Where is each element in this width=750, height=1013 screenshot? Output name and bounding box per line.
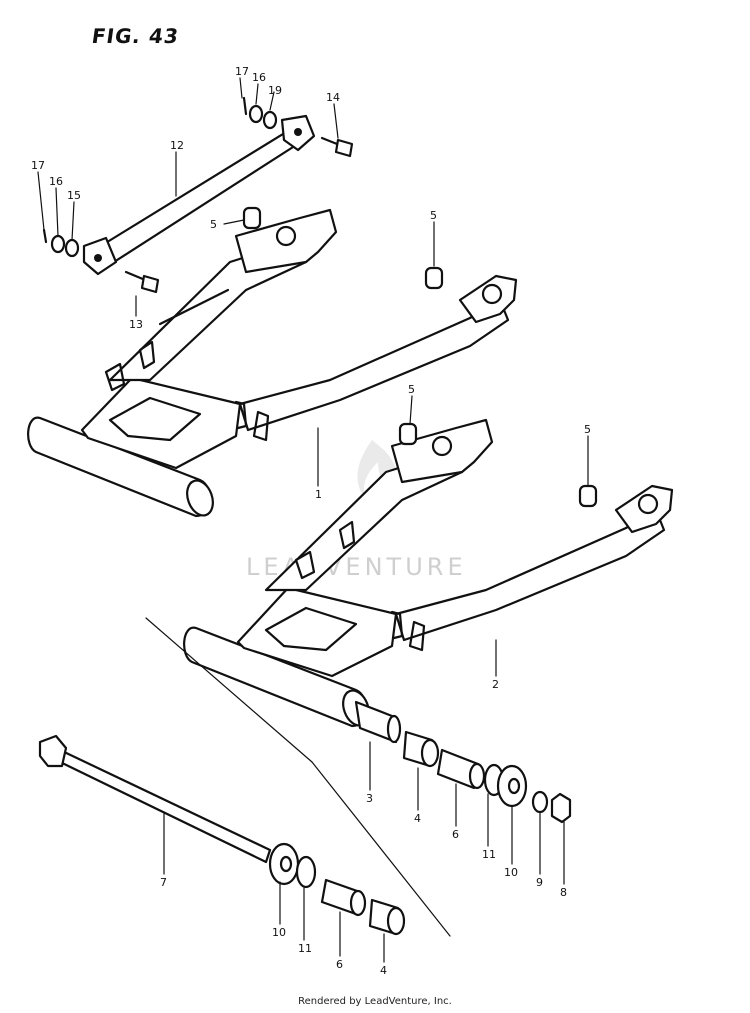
washer-9 (531, 790, 549, 814)
spacer-6-right (436, 748, 486, 790)
callout-5-b: 5 (430, 209, 437, 222)
nut-washer-stack-top (242, 96, 278, 130)
swingarm-lower (183, 418, 674, 728)
callout-17-left: 17 (31, 159, 45, 172)
bolt-13 (124, 270, 160, 294)
callout-5-c: 5 (408, 383, 415, 396)
callout-1: 1 (315, 488, 322, 501)
bushing-5-lower-left (398, 422, 418, 446)
callout-14: 14 (326, 91, 340, 104)
callout-19: 19 (268, 84, 282, 97)
callout-4-left: 4 (380, 964, 387, 977)
callout-13: 13 (129, 318, 143, 331)
callout-4-right: 4 (414, 812, 421, 825)
callout-15: 15 (67, 189, 81, 202)
callout-10-right: 10 (504, 866, 518, 879)
footer-credit: Rendered by LeadVenture, Inc. (298, 996, 452, 1007)
bushing-5-upper-left (242, 206, 262, 230)
needle-bearing-4-right (402, 730, 440, 768)
callout-5-d: 5 (584, 423, 591, 436)
callout-leader-lines (37, 77, 589, 963)
callout-16-top: 16 (252, 71, 266, 84)
callout-17-top: 17 (235, 65, 249, 78)
callout-11-right: 11 (482, 848, 496, 861)
callout-10-left: 10 (272, 926, 286, 939)
nut-washer-stack-left (42, 228, 80, 258)
swingarm-upper (27, 208, 518, 518)
callout-numbers: 17 16 19 14 12 17 16 15 5 13 5 1 5 5 2 3… (31, 65, 591, 977)
bushing-5-lower-right (578, 484, 598, 508)
callout-2: 2 (492, 678, 499, 691)
pivot-shaft-7 (38, 734, 272, 864)
exploded-view-guide-lines (145, 617, 451, 937)
torque-rod (82, 114, 316, 276)
callout-3: 3 (366, 792, 373, 805)
callout-12: 12 (170, 139, 184, 152)
callout-11-left: 11 (298, 942, 312, 955)
bolt-14 (320, 136, 354, 158)
dust-seal-11-left (295, 855, 317, 889)
nut-8 (550, 792, 572, 824)
callout-6-right: 6 (452, 828, 459, 841)
callout-5-a: 5 (210, 218, 217, 231)
callout-9: 9 (536, 876, 543, 889)
spacer-6-left (320, 878, 367, 917)
callout-8: 8 (560, 886, 567, 899)
bushing-5-upper-right (424, 266, 444, 290)
callout-6-left: 6 (336, 958, 343, 971)
washer-10-left (268, 842, 300, 886)
washer-10-right (496, 764, 528, 808)
needle-bearing-4-left (368, 898, 406, 936)
pivot-spacer-3 (354, 700, 402, 744)
callout-7: 7 (160, 876, 167, 889)
callout-16-left: 16 (49, 175, 63, 188)
